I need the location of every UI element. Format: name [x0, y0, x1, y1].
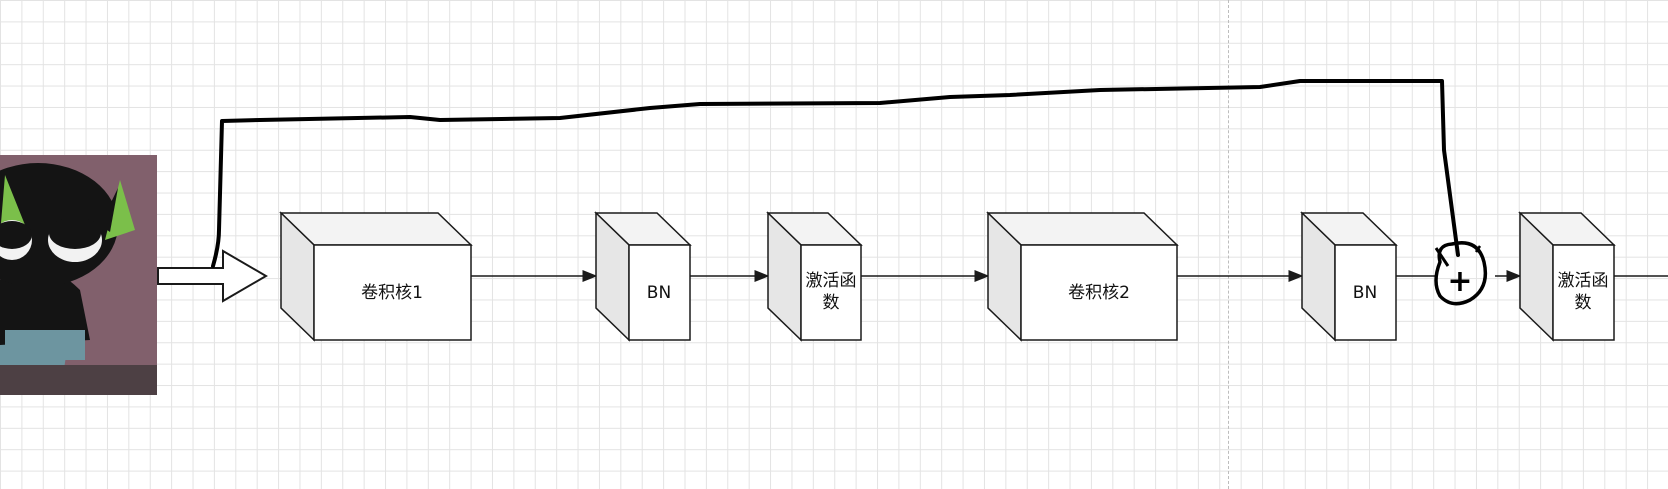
block-bn1[interactable]: BN — [594, 211, 692, 342]
block-bn1-label: BN — [647, 283, 671, 303]
dashed-guide-line — [1228, 0, 1229, 489]
block-bn2-label: BN — [1353, 283, 1377, 303]
input-image-avatar — [0, 155, 157, 395]
block-act2-label-line1: 激活函 — [1558, 271, 1609, 291]
block-bn2[interactable]: BN — [1300, 211, 1398, 342]
block-conv1-label: 卷积核1 — [361, 283, 423, 303]
block-conv1[interactable]: 卷积核1 — [279, 211, 473, 342]
block-act2[interactable]: 激活函 数 — [1518, 211, 1616, 342]
block-act2-label-line2: 数 — [1575, 293, 1592, 313]
input-arrow-icon — [157, 249, 268, 303]
add-node-symbol: + — [1447, 264, 1472, 299]
block-conv2[interactable]: 卷积核2 — [986, 211, 1179, 342]
add-node-icon: + — [1434, 241, 1488, 306]
block-act1[interactable]: 激活函 数 — [766, 211, 863, 342]
block-act1-label-line1: 激活函 — [806, 271, 857, 291]
skip-connection — [211, 79, 1460, 268]
block-act1-label-line2: 数 — [823, 293, 840, 313]
block-conv2-label: 卷积核2 — [1068, 283, 1130, 303]
